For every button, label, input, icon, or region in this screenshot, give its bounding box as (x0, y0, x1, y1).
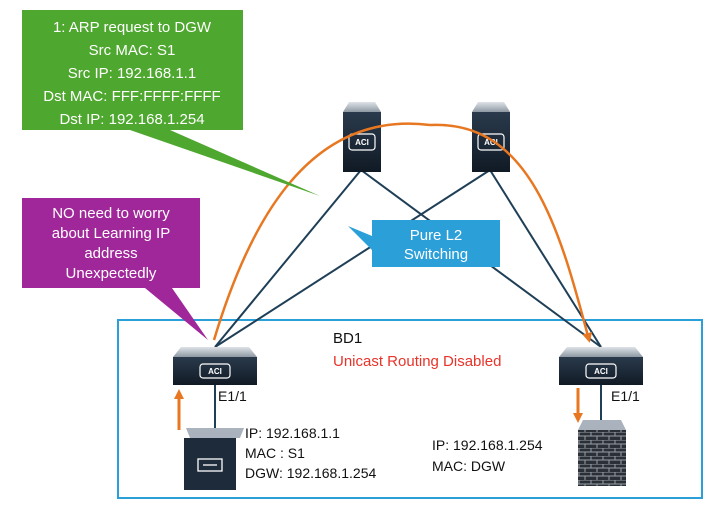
leaf-right-port: E1/1 (611, 388, 640, 404)
fabric-links (214, 169, 602, 428)
no-worry-line-1: NO need to worry (52, 205, 170, 222)
host-mac: MAC : S1 (245, 445, 305, 461)
arp-flood-path-right (429, 123, 593, 343)
firewall-icon (578, 420, 626, 486)
host-dgw: DGW: 192.168.1.254 (245, 465, 376, 481)
no-worry-line-4: Unexpectedly (66, 265, 157, 282)
arp-request-callout: 1: ARP request to DGW Src MAC: S1 Src IP… (22, 10, 320, 196)
aci-label: ACI (208, 367, 222, 376)
no-worry-callout: NO need to worry about Learning IP addre… (22, 198, 208, 340)
bridge-domain-box (117, 319, 703, 499)
host-ip: IP: 192.168.1.1 (245, 425, 340, 441)
arp-line-5: Dst IP: 192.168.1.254 (59, 111, 204, 128)
spine-switch-left: ACI (343, 102, 381, 172)
no-worry-line-2: about Learning IP (52, 225, 170, 242)
arp-line-1: 1: ARP request to DGW (53, 19, 212, 36)
firewall-ip: IP: 192.168.1.254 (432, 437, 543, 453)
arp-line-4: Dst MAC: FFF:FFFF:FFFF (43, 88, 220, 105)
pure-l2-callout: Pure L2 Switching (348, 220, 500, 267)
aci-label: ACI (484, 138, 498, 147)
bridge-domain-name: BD1 (333, 330, 362, 347)
arp-flood-path-left (212, 122, 431, 341)
aci-label: ACI (355, 138, 369, 147)
arp-line-2: Src MAC: S1 (89, 42, 176, 59)
no-worry-line-3: address (84, 245, 137, 262)
leaf-switch-right: ACI (559, 347, 643, 385)
spine-switch-right: ACI (472, 102, 510, 172)
leaf-left-port: E1/1 (218, 388, 247, 404)
bridge-domain-status: Unicast Routing Disabled (333, 353, 501, 370)
firewall-mac: MAC: DGW (432, 458, 506, 474)
pure-l2-line-2: Switching (404, 246, 468, 263)
server-icon (184, 428, 244, 490)
leaf-switch-left: ACI (173, 347, 257, 385)
pure-l2-line-1: Pure L2 (410, 227, 463, 244)
arp-line-3: Src IP: 192.168.1.1 (68, 65, 196, 82)
aci-label: ACI (594, 367, 608, 376)
